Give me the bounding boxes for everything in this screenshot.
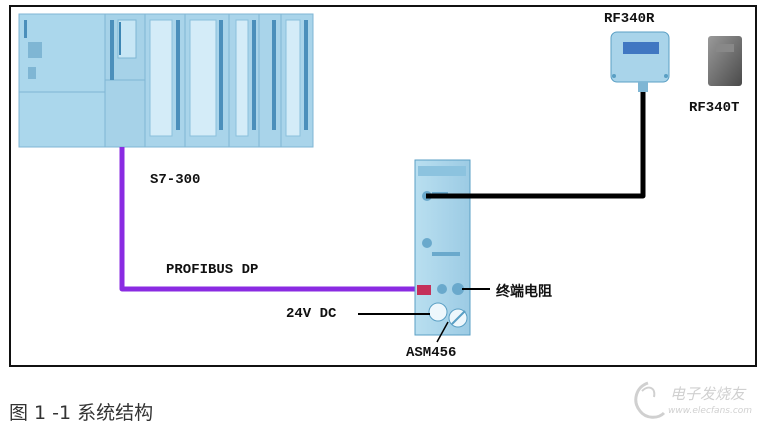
figure-caption: 图 1 -1 系统结构 [9,402,154,424]
rf340r-label: RF340R [604,11,655,27]
asm456-module [414,159,471,336]
watermark-url: www.elecfans.com [668,406,752,416]
plc-rack [18,13,314,148]
rf340t-tag [708,36,742,86]
rf340t-label: RF340T [689,100,740,116]
profibus-label: PROFIBUS DP [166,262,259,278]
profibus-cable [119,147,417,292]
asm456-label: ASM456 [406,345,457,361]
rf-cable [426,92,646,199]
power-label: 24V DC [286,306,337,322]
watermark-logo: 电子发烧友 www.elecfans.com [634,381,752,419]
watermark-cn: 电子发烧友 [670,385,747,403]
terminator-label: 终端电阻 [496,284,552,300]
plc-label: S7-300 [150,172,201,188]
asm-leader-line [436,321,449,343]
rf340r-reader [610,31,670,92]
